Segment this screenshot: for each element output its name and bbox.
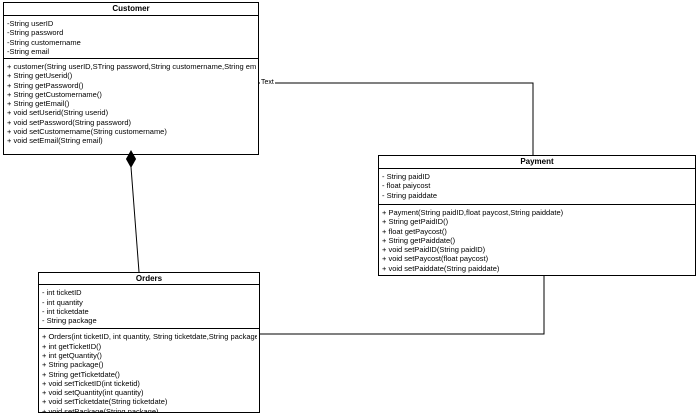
class-box-orders[interactable]: Orders - int ticketID- int quantity- int… (38, 272, 260, 413)
method-row: + void setEmail(String email) (7, 136, 103, 146)
method-row: + customer(String userID,STring password… (7, 62, 256, 71)
edge-payment-orders[interactable] (260, 276, 545, 335)
method-row: + String getCustomername() (7, 89, 102, 99)
method-row: + String getTicketdate() (42, 369, 120, 379)
class-title-customer: Customer (4, 3, 258, 16)
attribute-row: - String paiddate (382, 190, 438, 200)
class-title-payment: Payment (379, 156, 695, 169)
method-row: + void setUserid(String userid) (7, 108, 109, 118)
orders-methods-section: + Orders(int ticketID, int quantity, Str… (39, 329, 259, 412)
method-row: + String package() (42, 360, 104, 370)
edge-customer-orders[interactable] (130, 166, 140, 273)
edge-label-text[interactable]: Text (260, 79, 275, 87)
method-row: + float getPaycost() (382, 226, 447, 236)
method-row: + void setPassword(String password) (7, 117, 132, 127)
attribute-row: - float paiycost (382, 181, 431, 191)
method-row: + void setPaiddate(String paiddate) (382, 263, 500, 273)
attribute-row: - int ticketID (42, 288, 82, 298)
method-row: + String getPaidID() (382, 217, 449, 227)
method-row: + void setQuantity(int quantity) (42, 388, 144, 398)
payment-methods-section: + Payment(String paidID,float paycost,St… (379, 205, 695, 275)
method-row: + void setTicketdate(String ticketdate) (42, 397, 168, 407)
customer-methods-section: + customer(String userID,STring password… (4, 59, 258, 154)
attribute-row: -String userID (7, 19, 54, 28)
method-row: + String getPaiddate() (382, 235, 456, 245)
method-row: + Payment(String paidID,float paycost,St… (382, 208, 564, 217)
method-row: + void setPaidID(String paidID) (382, 245, 486, 255)
payment-attributes-section: - String paidID- float paiycost- String … (379, 169, 695, 205)
method-row: + void setPackage(String package) (42, 406, 159, 412)
attribute-row: - String paidID (382, 172, 430, 181)
attribute-row: -String password (7, 28, 64, 38)
edge-customer-payment[interactable] (259, 82, 534, 155)
method-row: + Orders(int ticketID, int quantity, Str… (42, 332, 257, 342)
method-row: + int getTicketID() (42, 341, 102, 351)
customer-attributes-section: -String userID-String password-String cu… (4, 16, 258, 59)
method-row: + String getPassword() (7, 80, 84, 90)
method-row: + void setPaycost(float paycost) (382, 254, 489, 264)
class-box-customer[interactable]: Customer -String userID-String password-… (3, 2, 259, 155)
method-row: + String getEmail() (7, 99, 70, 109)
attribute-row: - int quantity (42, 297, 83, 307)
attribute-row: - String package (42, 316, 97, 326)
attribute-row: -String email (7, 46, 50, 56)
attribute-row: -String customername (7, 37, 81, 47)
class-box-payment[interactable]: Payment - String paidID- float paiycost-… (378, 155, 696, 276)
attribute-row: - int ticketdate (42, 307, 89, 316)
orders-attributes-section: - int ticketID- int quantity- int ticket… (39, 285, 259, 330)
method-row: + String getUserid() (7, 71, 73, 81)
method-row: + void setCustomername(String customerna… (7, 127, 167, 137)
class-title-orders: Orders (39, 273, 259, 286)
method-row: + int getQuantity() (42, 351, 102, 360)
method-row: + void setTicketID(int ticketid) (42, 378, 140, 388)
